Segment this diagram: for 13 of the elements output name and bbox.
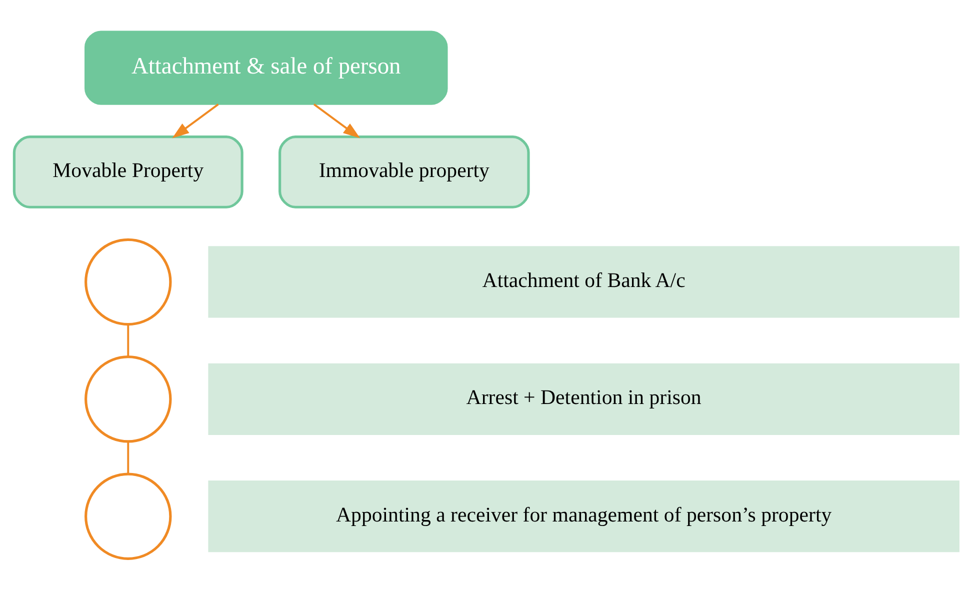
- node-box: Attachment & sale of person: [84, 30, 448, 105]
- node-box: Attachment of Bank A/c: [208, 246, 959, 318]
- node-box: Movable Property: [12, 136, 243, 208]
- arrow: [172, 104, 218, 138]
- node-circle: [84, 238, 172, 326]
- node-box: Arrest + Detention in prison: [208, 363, 959, 435]
- connector: [126, 442, 129, 474]
- connector: [126, 324, 129, 357]
- node-box: Appointing a receiver for management of person’s property: [208, 480, 959, 552]
- node-circle: [84, 472, 172, 560]
- node-circle: [84, 356, 172, 443]
- node-box: Immovable property: [278, 136, 530, 208]
- arrow: [312, 104, 360, 138]
